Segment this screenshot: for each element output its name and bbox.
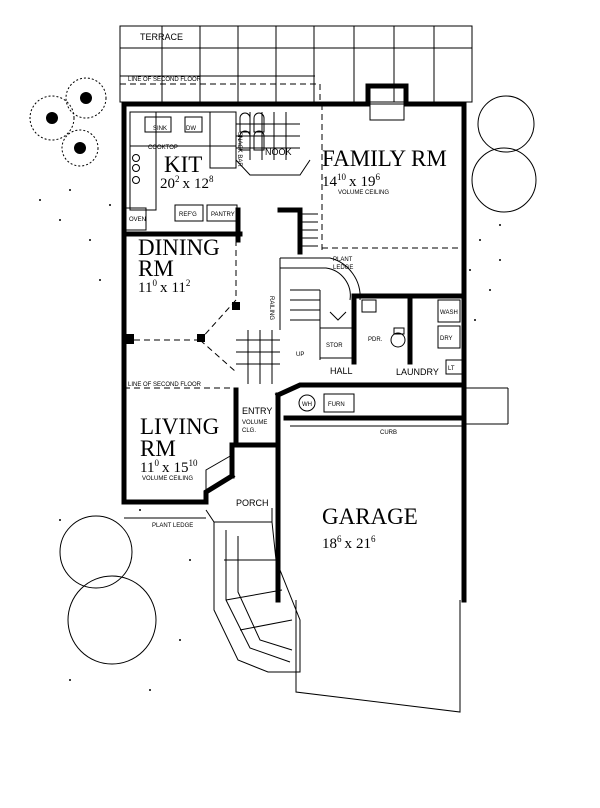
family-width: 14 xyxy=(322,174,338,190)
entry xyxy=(233,387,278,446)
exterior-walls xyxy=(121,83,467,603)
garage-depth-sup: 6 xyxy=(371,534,376,544)
line-second-floor-bottom-label: LINE OF SECOND FLOOR xyxy=(128,382,202,388)
nook xyxy=(235,112,311,176)
kit-name: KIT xyxy=(164,152,202,177)
refg-label: REF'G xyxy=(179,212,197,218)
wh-label: WH xyxy=(302,402,312,408)
dining-width: 11 xyxy=(138,280,152,296)
living-room-name-1: LIVING xyxy=(140,414,219,439)
family-sep: x xyxy=(349,174,357,190)
furn-label: FURN xyxy=(328,402,345,408)
dry-label: DRY xyxy=(440,336,453,342)
entry-note-1: VOLUME xyxy=(242,420,267,426)
cooktop-label: COOKTOP xyxy=(148,145,178,151)
porch-label: PORCH xyxy=(236,498,269,508)
living-depth: 15 xyxy=(173,460,188,476)
powder-laundry xyxy=(351,293,467,375)
pdr-label: PDR. xyxy=(368,337,383,343)
living-depth-sup: 10 xyxy=(188,458,198,468)
garage-name: GARAGE xyxy=(322,504,418,529)
garage-width: 18 xyxy=(322,536,337,552)
pantry-label: PANTRY xyxy=(211,212,235,218)
family-room-note: VOLUME CEILING xyxy=(338,190,389,196)
kit-width-sup: 2 xyxy=(175,174,180,184)
living-width-sup: 0 xyxy=(154,458,159,468)
entry-note-2: CLG. xyxy=(242,428,256,434)
family-depth: 19 xyxy=(361,174,376,190)
railing-label: RAILING xyxy=(268,296,274,320)
hall-label: HALL xyxy=(330,366,353,376)
oven-label: OVEN xyxy=(129,217,146,223)
garage xyxy=(290,387,509,713)
plant-ledge-stair-2: LEDGE xyxy=(333,265,353,271)
family-width-sup: 10 xyxy=(337,172,347,182)
plant-ledge-stair-1: PLANT xyxy=(333,257,353,263)
kit-sep: x xyxy=(183,176,191,192)
nook-label: NOOK xyxy=(265,147,292,157)
dining-depth: 11 xyxy=(171,280,185,296)
living-width: 11 xyxy=(140,460,154,476)
living-room-name-2: RM xyxy=(140,436,176,461)
kit-width: 20 xyxy=(160,176,175,192)
family-depth-sup: 6 xyxy=(376,172,381,182)
sink-label: SINK xyxy=(153,126,167,132)
snack-bar-label: SNACK BAR xyxy=(236,132,242,167)
dining-sep: x xyxy=(160,280,168,296)
garage-width-sup: 6 xyxy=(337,534,342,544)
stair xyxy=(277,207,361,360)
line-second-floor-top-label: LINE OF SECOND FLOOR xyxy=(128,77,202,83)
ground-cover xyxy=(39,189,501,691)
dining-room-name-2: RM xyxy=(138,256,174,281)
laundry-label: LAUNDRY xyxy=(396,367,439,377)
terrace-label: TERRACE xyxy=(140,32,183,42)
living-sep: x xyxy=(162,460,170,476)
garage-sep: x xyxy=(345,536,353,552)
family-room-name: FAMILY RM xyxy=(322,146,447,171)
wash-label: WASH xyxy=(440,310,458,316)
shrub-icon xyxy=(29,77,107,167)
kit-depth: 12 xyxy=(194,176,209,192)
living-room-note: VOLUME CEILING xyxy=(142,476,193,482)
kitchen xyxy=(121,111,243,243)
dining-depth-sup: 2 xyxy=(186,278,191,288)
kit-depth-sup: 8 xyxy=(209,174,214,184)
entry-label: ENTRY xyxy=(242,406,272,416)
porch xyxy=(205,508,301,673)
tree-icon xyxy=(59,95,537,665)
garage-depth: 21 xyxy=(356,536,371,552)
family-room xyxy=(321,103,464,250)
dw-label: DW xyxy=(186,126,196,132)
dining-room-name-1: DINING xyxy=(138,235,220,260)
dining-width-sup: 0 xyxy=(152,278,157,288)
living-room xyxy=(123,387,236,502)
curb-label: CURB xyxy=(380,430,397,436)
up-label: UP xyxy=(296,352,304,358)
lt-label: LT xyxy=(448,366,455,372)
stor-label: STOR xyxy=(326,343,343,349)
dining-room xyxy=(124,240,280,384)
plant-ledge-front-label: PLANT LEDGE xyxy=(152,523,193,529)
